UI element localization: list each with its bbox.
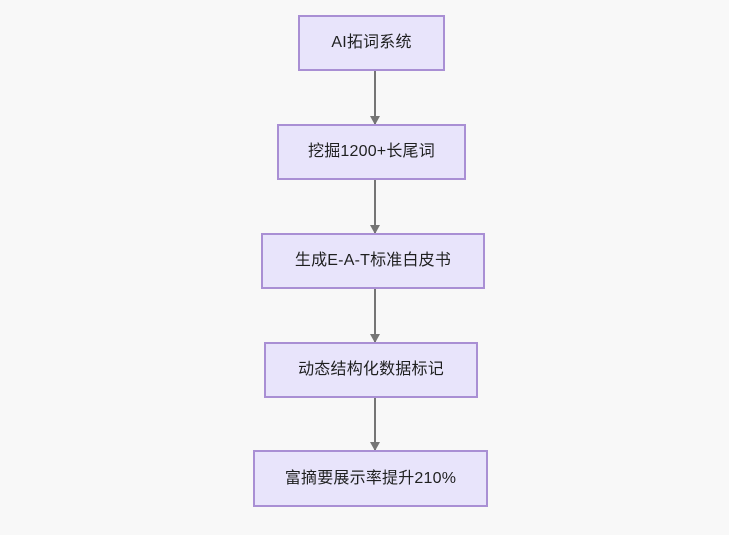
flow-node-structured-data-markup[interactable]: 动态结构化数据标记 [264, 342, 478, 398]
connector-line [374, 398, 376, 450]
flow-node-ai-keyword-system[interactable]: AI拓词系统 [298, 15, 445, 71]
arrowhead-down-icon [370, 442, 380, 451]
flow-node-label: 生成E-A-T标准白皮书 [294, 252, 452, 270]
flow-node-label: AI拓词系统 [331, 34, 412, 52]
flow-connector-3 [370, 289, 381, 343]
flow-node-rich-snippet-result[interactable]: 富摘要展示率提升210% [253, 450, 488, 507]
arrowhead-down-icon [370, 225, 380, 234]
flow-node-eat-whitepaper[interactable]: 生成E-A-T标准白皮书 [261, 233, 485, 289]
connector-line [374, 71, 376, 124]
flow-connector-1 [370, 71, 381, 125]
arrowhead-down-icon [370, 334, 380, 343]
flow-node-label: 挖掘1200+长尾词 [308, 143, 435, 161]
flow-connector-2 [370, 180, 381, 234]
arrowhead-down-icon [370, 116, 380, 125]
connector-line [374, 289, 376, 342]
flow-node-label: 富摘要展示率提升210% [284, 469, 457, 487]
connector-line [374, 180, 376, 233]
flow-connector-4 [370, 398, 381, 451]
flow-node-label: 动态结构化数据标记 [298, 361, 444, 379]
flow-node-longtail-keywords[interactable]: 挖掘1200+长尾词 [277, 124, 466, 180]
